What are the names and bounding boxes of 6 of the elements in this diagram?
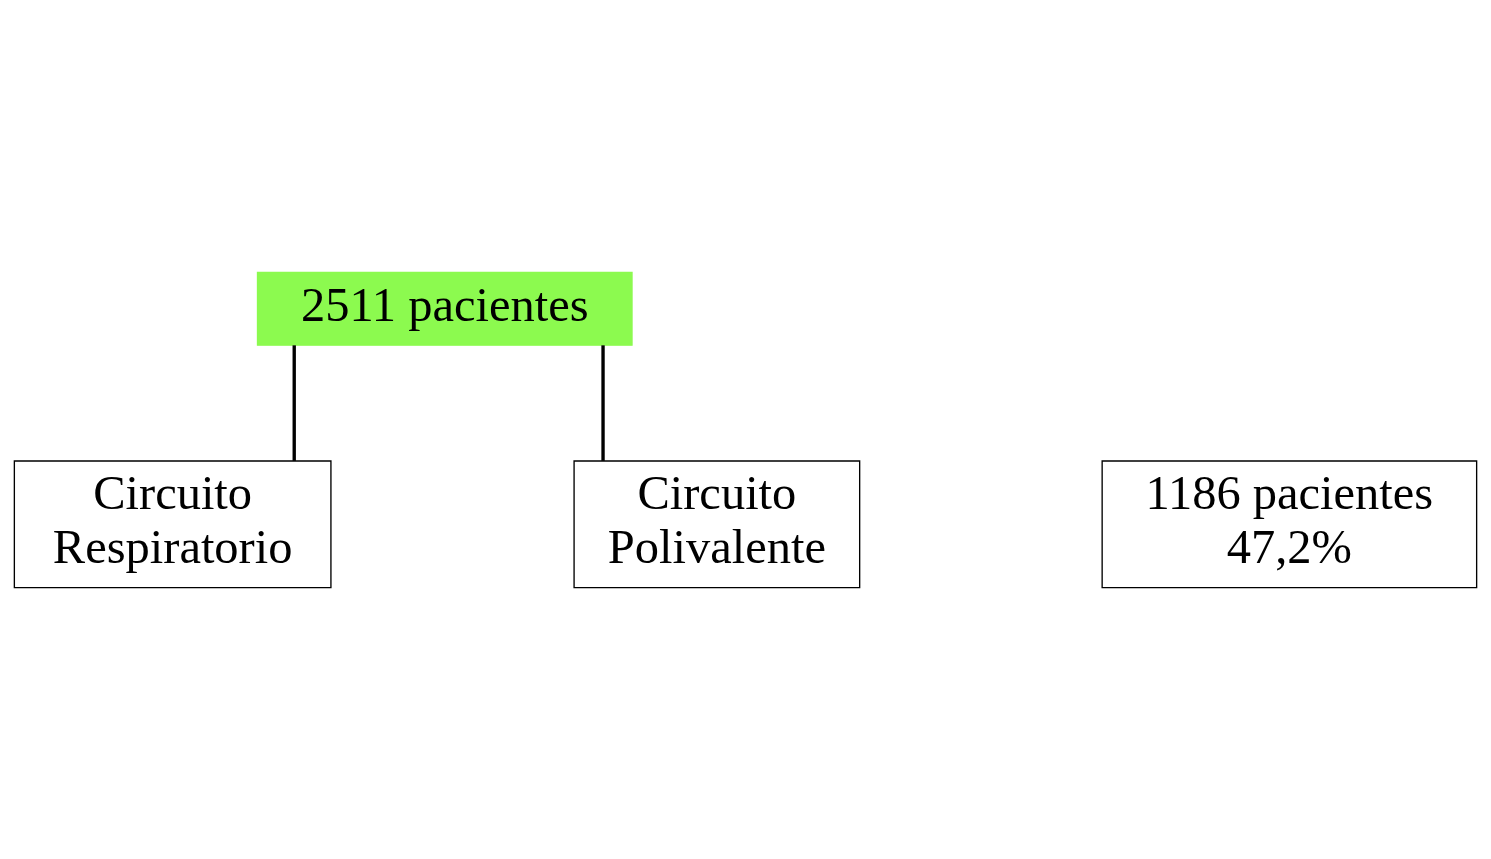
- node-box: 2511 pacientes: [256, 271, 633, 346]
- connector: [601, 344, 605, 461]
- connector: [292, 344, 296, 461]
- node-box: Circuito Polivalente: [573, 459, 861, 588]
- node-box: 1186 pacientes 47,2%: [1101, 459, 1478, 588]
- node-box: Circuito Respiratorio: [13, 459, 332, 588]
